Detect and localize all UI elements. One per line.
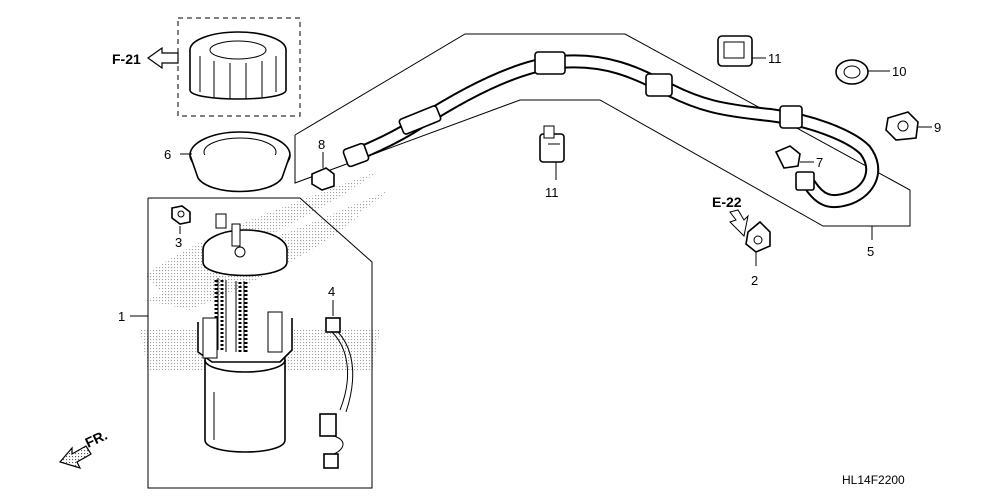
- svg-text:3: 3: [175, 235, 182, 250]
- tank-seal-ring: [189, 131, 291, 193]
- clamp-part-11-top: [717, 35, 753, 67]
- clip-part-8: [311, 167, 335, 191]
- svg-text:FR.: FR.: [83, 427, 110, 451]
- svg-text:10: 10: [892, 64, 906, 79]
- svg-text:9: 9: [934, 120, 941, 135]
- svg-text:8: 8: [318, 137, 325, 152]
- clamp-part-11-center: [539, 125, 565, 163]
- grommet-part-3: [171, 205, 191, 225]
- f21-reference: F-21: [112, 46, 179, 70]
- clip-part-7: [774, 145, 801, 169]
- fuel-pump-assembly: [197, 213, 293, 453]
- svg-text:7: 7: [816, 155, 823, 170]
- e22-reference: E-22: [712, 194, 749, 238]
- svg-text:4: 4: [328, 284, 335, 299]
- svg-text:11: 11: [545, 185, 559, 200]
- svg-text:6: 6: [164, 147, 171, 162]
- svg-text:5: 5: [867, 244, 874, 259]
- svg-text:11: 11: [768, 51, 782, 66]
- fuel-feed-hose: [342, 51, 880, 209]
- svg-text:E-22: E-22: [712, 194, 742, 210]
- wire-harness: [319, 317, 354, 469]
- hose-group-outline: [294, 33, 911, 227]
- clamp-part-9: [885, 111, 919, 141]
- clamp-part-10: [835, 59, 869, 85]
- tank-cap-group-box: [177, 17, 301, 117]
- svg-text:1: 1: [118, 309, 125, 324]
- fitting-part-2: [745, 220, 771, 253]
- drawing-code: HL14F2200: [842, 473, 905, 487]
- pump-assembly-box: [147, 197, 373, 489]
- front-direction-arrow: FR.: [58, 427, 110, 469]
- svg-text:2: 2: [751, 273, 758, 288]
- svg-text:F-21: F-21: [112, 51, 141, 67]
- locking-ring: [189, 31, 287, 100]
